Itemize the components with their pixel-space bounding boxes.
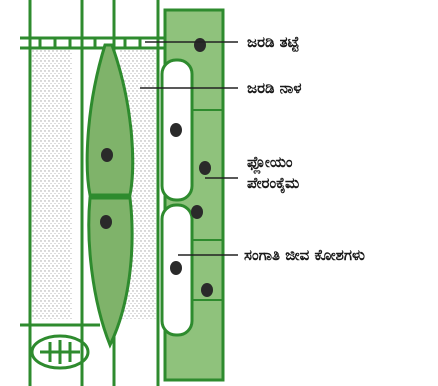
sieve-plate-bottom [20, 325, 100, 368]
label-phloem-parenchyma-line2: ಪೇರಂಕೈಮ [247, 174, 299, 192]
companion-cell-lower [89, 198, 132, 345]
parenchyma-column [162, 10, 224, 380]
label-companion-cells: ಸಂಗಾತಿ ಜೀವ ಕೋಶಗಳು [244, 246, 365, 264]
label-phloem-parenchyma-line1: ಫ್ಲೋಯಂ [247, 153, 293, 171]
label-sieve-tube: ಜರಡಿ ನಾಳ [247, 79, 301, 97]
label-sieve-plate: ಜರಡಿ ತಟ್ಟೆ [247, 33, 299, 51]
